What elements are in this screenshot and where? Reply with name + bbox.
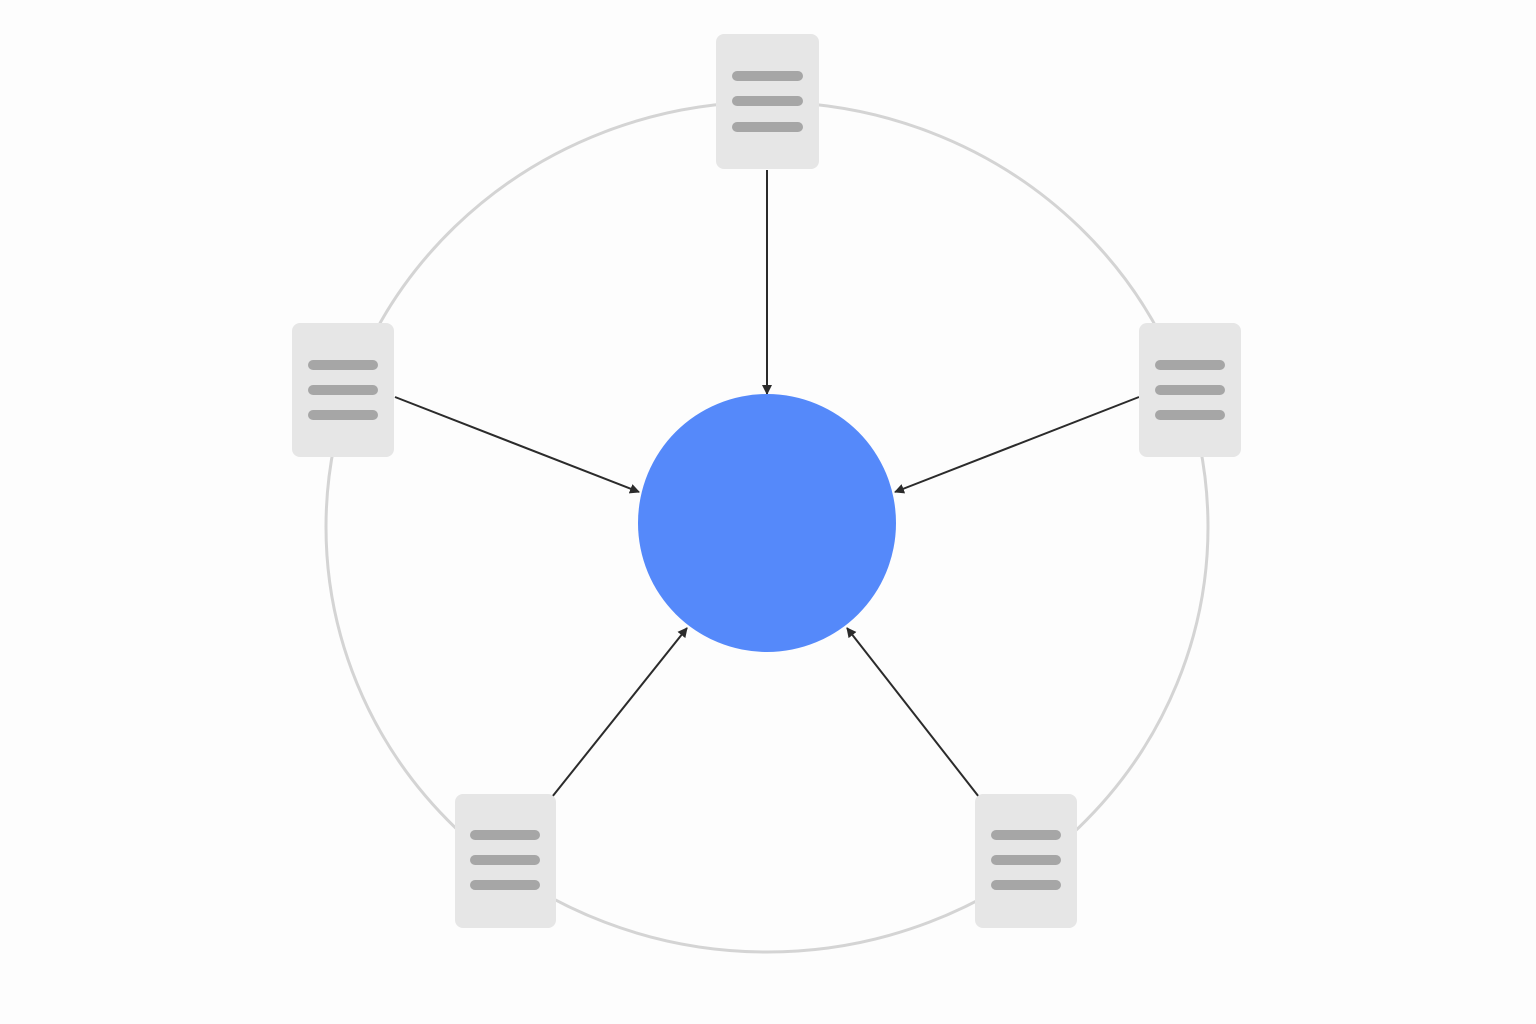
document-line	[1155, 410, 1225, 420]
document-line	[732, 96, 803, 106]
document-line	[470, 855, 540, 865]
hub-circle	[638, 394, 896, 652]
document-line	[308, 360, 378, 370]
edge-doc-bottom-right-to-hub	[846, 627, 980, 798]
document-line	[991, 830, 1061, 840]
document-line	[991, 880, 1061, 890]
document-line	[470, 830, 540, 840]
document-card-bottom-left	[455, 794, 556, 928]
document-line	[308, 410, 378, 420]
document-line	[991, 855, 1061, 865]
document-line	[732, 122, 803, 132]
document-card-top	[716, 34, 819, 169]
edge-doc-left-to-hub	[394, 396, 640, 494]
document-line	[1155, 385, 1225, 395]
edges	[394, 170, 1140, 798]
document-card-left	[292, 323, 394, 457]
document-card-bottom-right	[975, 794, 1077, 928]
document-card-right	[1139, 323, 1241, 457]
document-line	[308, 385, 378, 395]
document-line	[732, 71, 803, 81]
document-line	[1155, 360, 1225, 370]
document-line	[470, 880, 540, 890]
edge-doc-bottom-left-to-hub	[551, 627, 688, 798]
edge-doc-right-to-hub	[894, 396, 1140, 494]
